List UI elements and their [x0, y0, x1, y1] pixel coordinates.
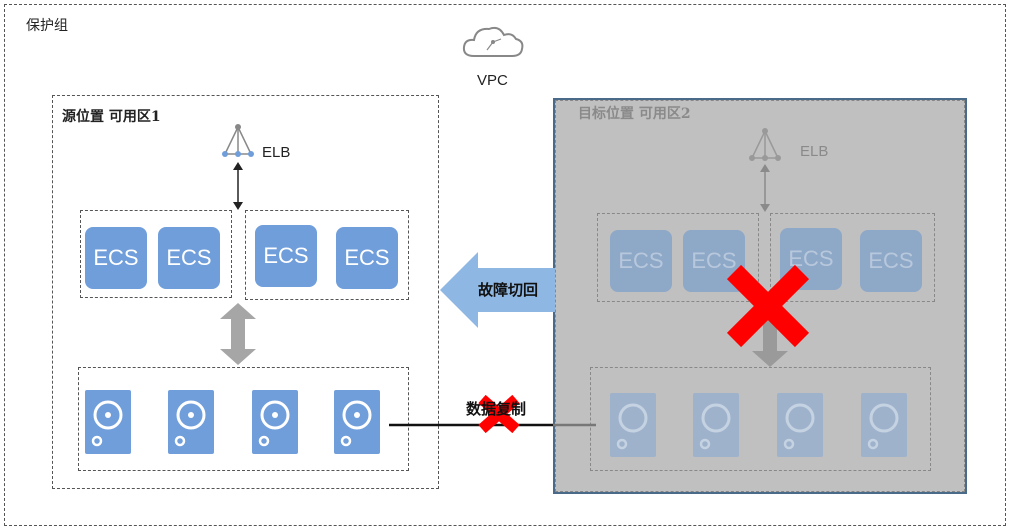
failback-label: 故障切回: [478, 281, 539, 299]
target-ecs-group-2: [770, 213, 935, 302]
failback-arrow: [440, 252, 555, 328]
target-ecs-group-1: [597, 213, 759, 302]
source-ecs-group-1: [80, 210, 232, 298]
target-az-inner: [555, 100, 965, 492]
source-az-title: 源位置 可用区1: [62, 109, 161, 125]
ecs-instance: ECS: [860, 230, 922, 292]
ecs-instance: ECS: [336, 227, 398, 289]
target-az-title: 目标位置 可用区2: [578, 106, 691, 122]
ecs-disk-arrow: [220, 303, 256, 365]
cloud-icon: [462, 26, 524, 57]
vpc-label: VPC: [477, 72, 508, 89]
ecs-instance: ECS: [158, 227, 220, 289]
elb-icon: [749, 128, 781, 161]
replication-label: 数据复制: [466, 400, 527, 418]
ecs-instance: ECS: [85, 227, 147, 289]
protection-group-boundary: [4, 4, 1006, 526]
elb-icon: [222, 124, 254, 157]
target-elb-ecs-arrow: [760, 164, 770, 212]
source-az-boundary: [52, 95, 439, 489]
target-disk-group: [590, 367, 931, 471]
source-elb-label: ELB: [262, 144, 291, 161]
ecs-instance: ECS: [610, 230, 672, 292]
protection-group-label: 保护组: [26, 18, 68, 34]
target-elb-label: ELB: [800, 143, 829, 160]
ecs-instance: ECS: [255, 225, 317, 287]
elb-ecs-arrow: [233, 162, 243, 210]
source-disk-group: [78, 367, 409, 471]
replication-broken-x-icon: [478, 394, 520, 434]
ecs-instance: ECS: [683, 230, 745, 292]
source-ecs-group-2: [245, 210, 409, 300]
failure-x-icon: [726, 264, 810, 348]
